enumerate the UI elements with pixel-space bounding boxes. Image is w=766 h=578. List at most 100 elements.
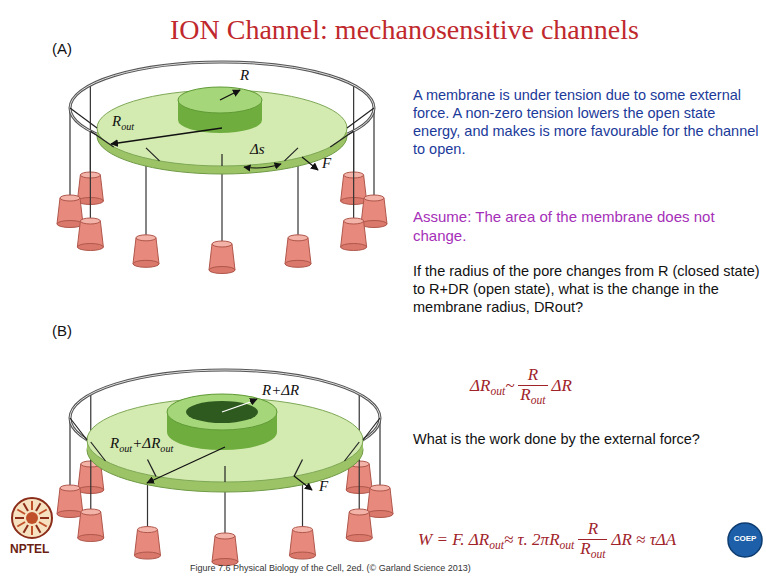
membrane-disk <box>87 398 363 482</box>
question-text: If the radius of the pore changes from R… <box>413 262 761 316</box>
string <box>69 418 70 488</box>
label-text: (A) <box>52 40 72 57</box>
dimension-label: Δs <box>250 140 265 158</box>
weight <box>341 244 367 251</box>
logo-ray <box>15 517 24 519</box>
logo-text: COEP <box>728 534 762 544</box>
radius-arrow <box>147 447 225 483</box>
string <box>353 131 354 221</box>
force-label: F <box>322 154 331 172</box>
weight <box>367 511 393 518</box>
label-text: What is the work done by the external fo… <box>413 431 700 447</box>
spoke <box>363 418 380 440</box>
force-arrow <box>294 476 312 490</box>
weight <box>364 195 384 201</box>
label-text: R <box>528 365 538 384</box>
weight <box>135 552 161 559</box>
logo-ray <box>31 526 33 535</box>
coep-logo <box>728 523 762 557</box>
subscript: out <box>119 443 132 454</box>
logo-ray <box>39 510 47 515</box>
string <box>379 418 380 488</box>
weights <box>57 394 393 566</box>
label-text: R <box>240 67 249 83</box>
string <box>90 131 91 221</box>
force-label: F <box>319 477 328 495</box>
string <box>373 108 374 198</box>
label-text: W = F. ΔR <box>418 530 489 549</box>
logo-ray <box>36 525 41 533</box>
label-text: Assume: The area of the membrane does no… <box>413 208 715 244</box>
spoke <box>285 148 299 161</box>
spoke <box>221 154 222 166</box>
weight <box>136 235 156 241</box>
channel-pore <box>178 87 262 113</box>
weight <box>133 260 159 267</box>
subscript: out <box>121 121 134 132</box>
subscript: out <box>560 539 575 552</box>
label-text: Δs <box>250 141 265 157</box>
label-text: (B) <box>52 322 72 339</box>
subscript: out <box>591 548 606 561</box>
panel-label: (A) <box>52 40 72 58</box>
denominator: Rout <box>518 385 547 408</box>
weight <box>57 511 83 518</box>
spoke <box>148 460 157 477</box>
weight <box>361 221 387 228</box>
logo-ray <box>40 517 49 519</box>
label-text: If the radius of the pore changes from R… <box>413 263 760 315</box>
weight <box>344 218 364 224</box>
slide-title: ION Channel: mechanosensitive channels <box>170 14 639 46</box>
numerator: R <box>586 520 600 539</box>
logo-ray <box>39 522 47 527</box>
subscript: out <box>160 443 173 454</box>
logo-ray <box>36 503 41 511</box>
logo-ray <box>17 510 25 515</box>
logo-ray <box>17 522 25 527</box>
denominator: Rout <box>578 539 607 562</box>
fraction: RRout <box>578 520 607 561</box>
weight <box>349 509 369 515</box>
label-text: F <box>319 478 328 494</box>
subscript: out <box>490 385 505 398</box>
label-text: R <box>110 435 119 451</box>
label-text: ΔR ≈ τΔA <box>611 530 676 549</box>
weight <box>215 533 235 539</box>
label-text: ≈ τ. 2πR <box>504 530 560 549</box>
radius-arrow <box>222 400 256 412</box>
spoke <box>294 460 303 477</box>
weights <box>57 85 387 274</box>
weight <box>60 195 80 201</box>
logo-ray <box>24 525 29 533</box>
spoke <box>70 418 87 440</box>
logo-ray <box>31 501 33 510</box>
weight <box>290 552 316 559</box>
label-text: COEP <box>734 534 757 543</box>
question-text: What is the work done by the external fo… <box>413 430 761 448</box>
spoke <box>70 108 97 128</box>
weight <box>346 535 372 542</box>
subscript: out <box>531 394 546 407</box>
weight <box>288 235 308 241</box>
weight <box>212 241 232 247</box>
logo-ray <box>24 503 29 511</box>
spoke <box>146 148 160 161</box>
label-text: ΔR <box>470 376 490 395</box>
figure-caption: Figure 7.6 Physical Biology of the Cell,… <box>190 563 471 573</box>
label-text: F <box>322 155 331 171</box>
equation: W = F. ΔRout≈ τ. 2πRoutRRoutΔR ≈ τΔA <box>418 520 676 561</box>
label-text: R+ΔR <box>262 382 299 398</box>
dimension-label: Rout <box>112 112 134 133</box>
channel-pore <box>167 394 277 430</box>
weight <box>209 267 235 274</box>
nptel-logo <box>12 498 52 538</box>
weight <box>57 221 83 228</box>
dimension-label: R+ΔR <box>262 381 299 399</box>
open-pore <box>186 401 258 423</box>
label-text: R <box>580 539 590 558</box>
fraction: RRout <box>518 366 547 407</box>
weight <box>285 260 311 267</box>
weight <box>78 535 104 542</box>
weight <box>77 244 103 251</box>
weight <box>60 485 80 491</box>
